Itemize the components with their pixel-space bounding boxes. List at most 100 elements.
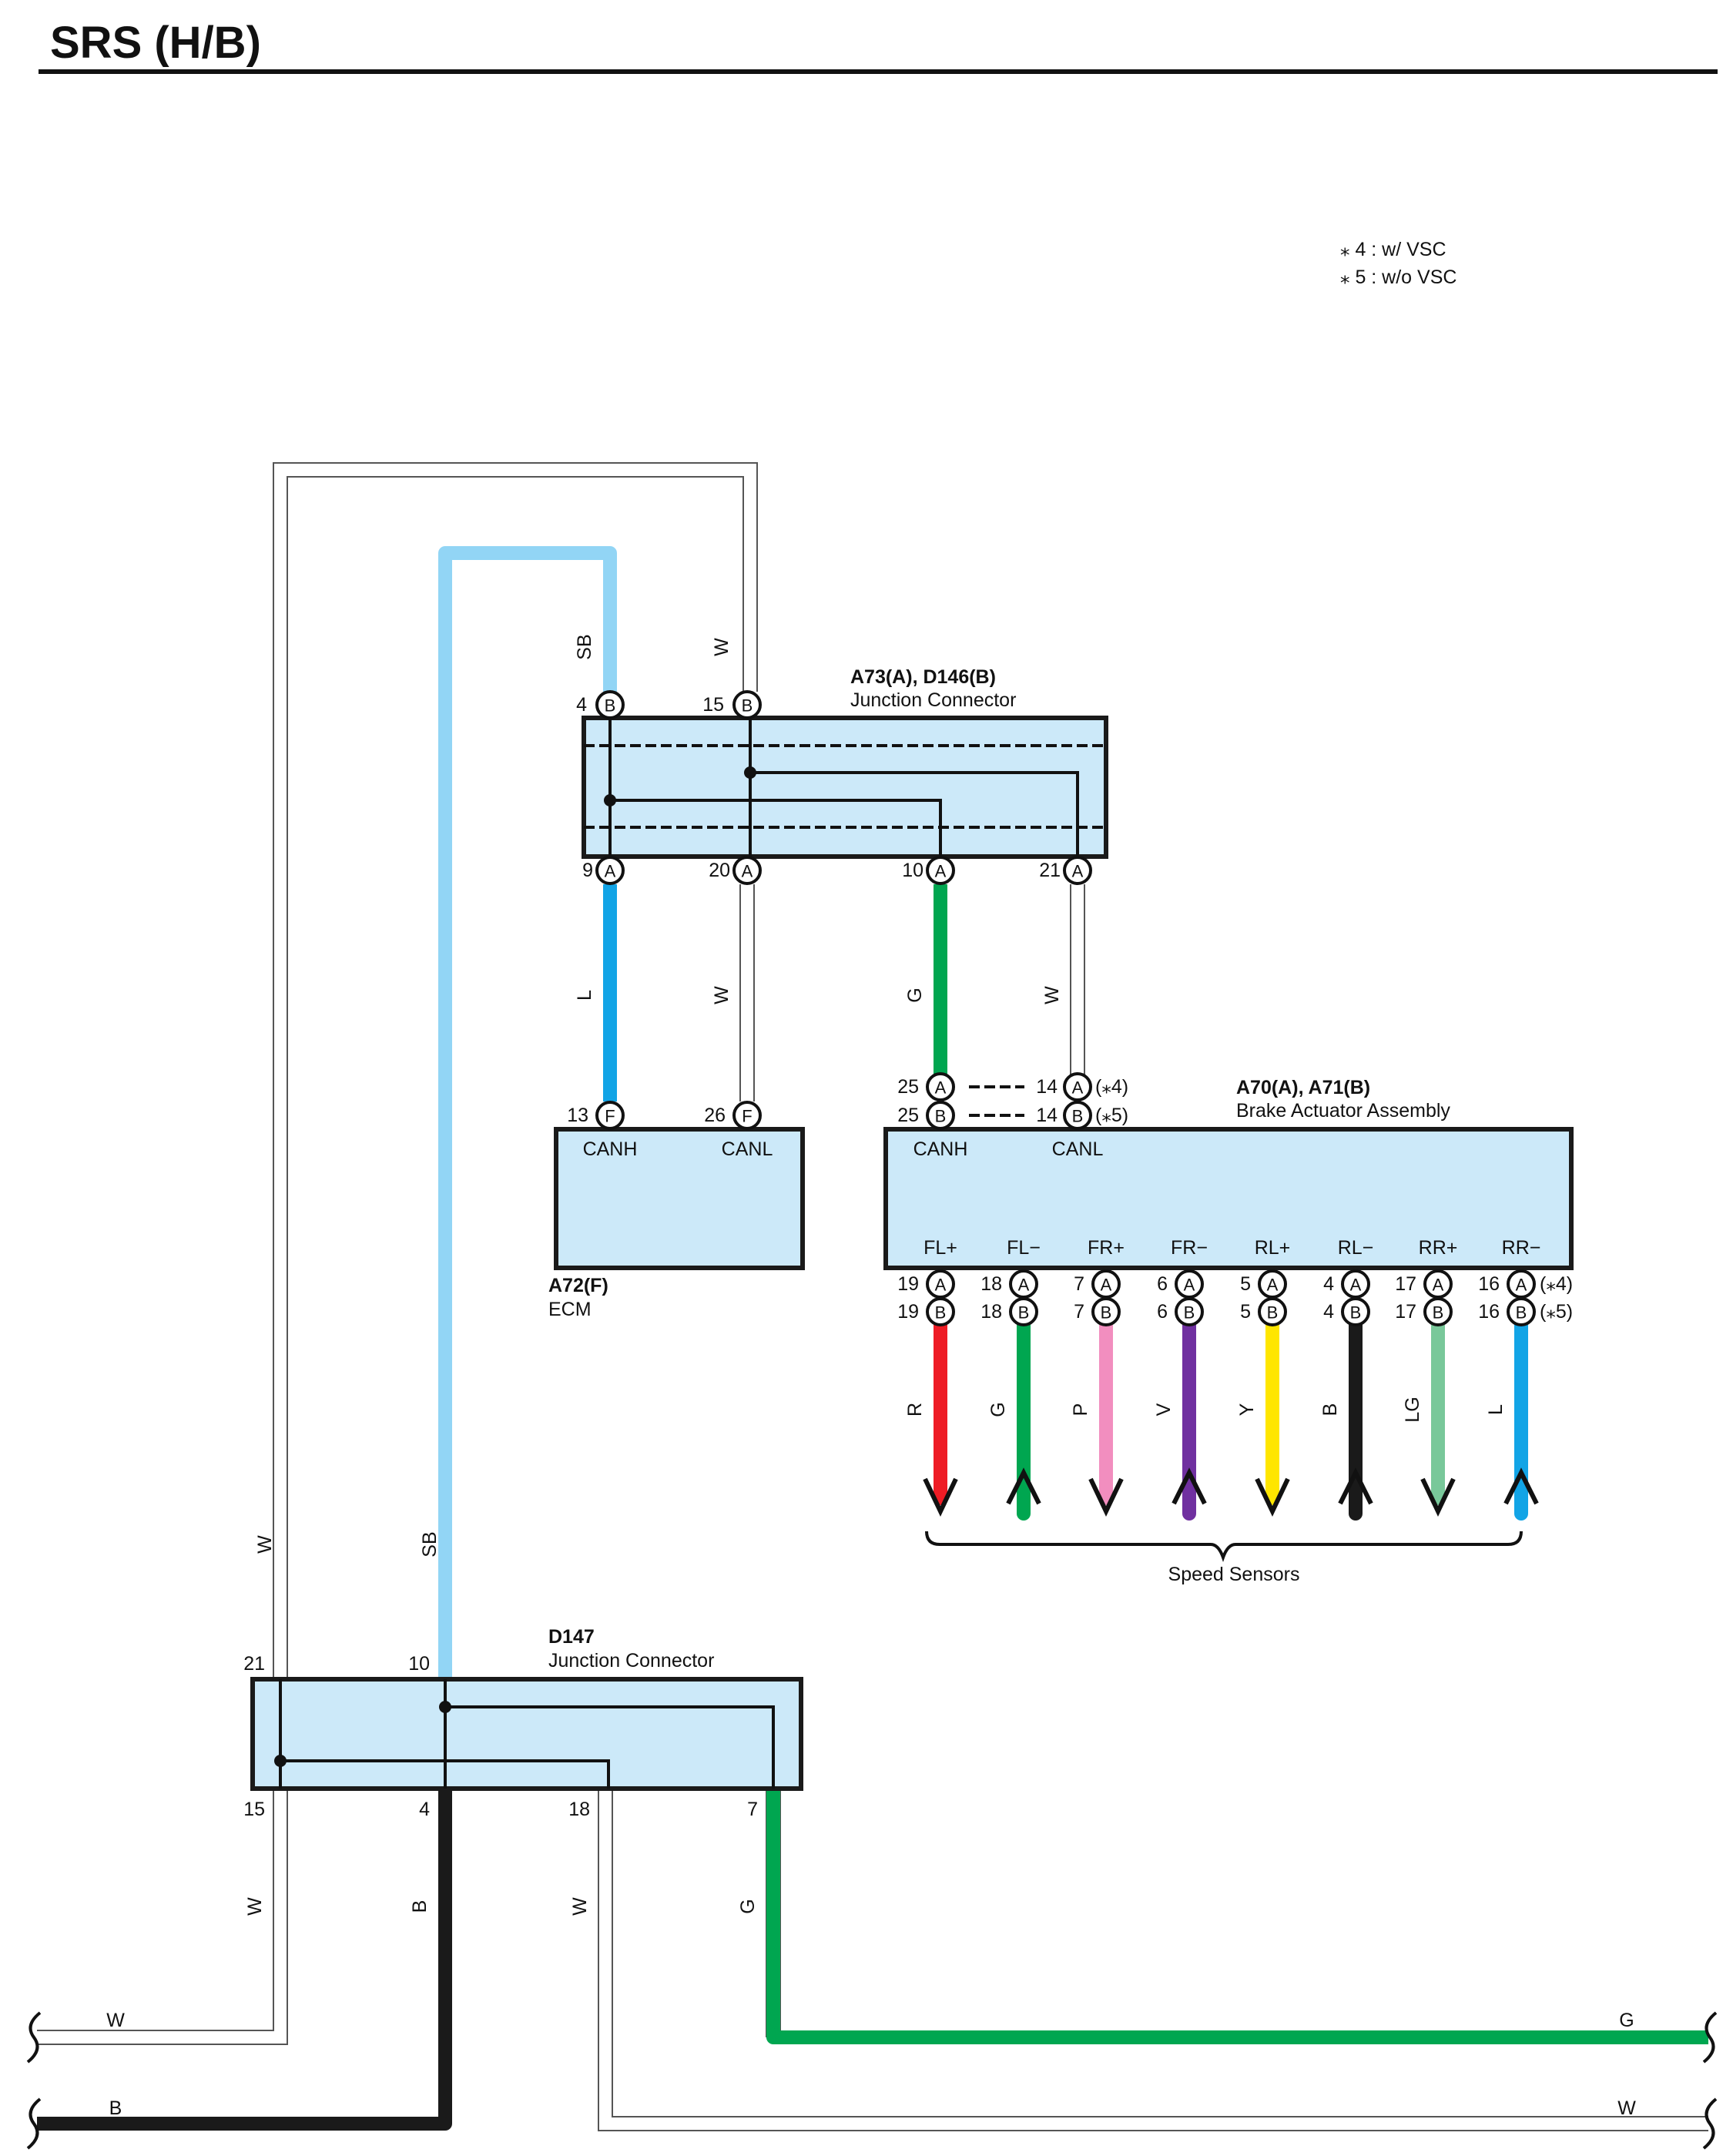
sensor-4-pinno-b: 5	[1240, 1301, 1251, 1323]
sensor-3-pin-b-letter: B	[1184, 1303, 1195, 1323]
jc2-top-pinno-21: 21	[243, 1653, 265, 1675]
brake-code: A70(A), A71(B)	[1236, 1077, 1370, 1098]
jc2-top-pinno-10: 10	[408, 1653, 430, 1675]
jc1-bot-pin-10-letter: A	[935, 862, 947, 881]
sensor-1-pin-a-letter: A	[1018, 1276, 1030, 1295]
ecm-pin-13-letter: F	[605, 1107, 615, 1126]
sensor-7-wirelabel: L	[1485, 1404, 1507, 1415]
break-right-w	[1702, 2097, 1718, 2150]
sensor-4-pin-a-letter: A	[1267, 1276, 1279, 1295]
sensor-2-pin-a-letter: A	[1101, 1276, 1112, 1295]
sensor-5-wirelabel: B	[1319, 1403, 1341, 1417]
sensor-5-pin-b	[1341, 1297, 1370, 1326]
jc1-bot-pinno-9: 9	[582, 860, 593, 881]
sensor-4-arrow-down	[1255, 1477, 1290, 1517]
brake-canl-pinno-row1: 14	[1036, 1076, 1058, 1098]
sensor-5-arrow-up	[1338, 1467, 1373, 1505]
ecm-pin-26-letter: F	[742, 1107, 752, 1126]
jc1-top-wirelabel-15: W	[711, 638, 732, 656]
wire-w-loop	[37, 464, 756, 2044]
jc1-bot-pin-21	[1063, 856, 1092, 885]
jc1-bot-wirelabel-10: G	[904, 987, 926, 1002]
jc1-bot-pin-20-letter: A	[742, 862, 753, 881]
sensor-0-arrow-down	[923, 1477, 958, 1517]
sensor-6-wirelabel: LG	[1402, 1397, 1423, 1422]
break-right-g	[1702, 2011, 1718, 2064]
jc1-top-wirelabel-4: SB	[574, 634, 595, 659]
sensor-6-pinno-b: 17	[1395, 1301, 1416, 1323]
break-left-w	[26, 2011, 42, 2064]
jc2-bot-pinno-18: 18	[568, 1799, 590, 1820]
sensor-1-pinno-a: 18	[980, 1273, 1002, 1295]
ecm-pin-13	[595, 1101, 625, 1130]
sensor-note-a: (⁎4)	[1540, 1273, 1573, 1295]
note-no-vsc: ⁎ 5 : w/o VSC	[1340, 267, 1456, 288]
brake-canl-pinno-row2: 14	[1036, 1105, 1058, 1126]
brake-canh-pinno-row2: 25	[897, 1105, 919, 1126]
wire-g-7	[766, 1787, 1708, 2044]
sensor-1-wirelabel: G	[987, 1402, 1009, 1417]
jc1-dot-2	[744, 766, 756, 779]
sensor-note-b: (⁎5)	[1540, 1301, 1573, 1323]
jc2-name: Junction Connector	[548, 1650, 714, 1671]
jc1-bot-pinno-10: 10	[902, 860, 923, 881]
ecm-pinno-13: 13	[567, 1105, 588, 1126]
sensor-5-pinno-a: 4	[1323, 1273, 1334, 1295]
sensor-3-pin-a-letter: A	[1184, 1276, 1195, 1295]
sensor-2-arrow-down	[1088, 1477, 1124, 1517]
speed-sensors-label: Speed Sensors	[1168, 1564, 1300, 1585]
jc1-bot-wirelabel-21: W	[1041, 986, 1063, 1004]
sensor-3-pinno-b: 6	[1157, 1301, 1168, 1323]
jc1-top-pin-4	[595, 690, 625, 719]
sensor-7-pinno-a: 16	[1478, 1273, 1500, 1295]
break-left-b	[26, 2097, 42, 2150]
wire-w-18	[599, 1787, 1708, 2130]
sensor-2-pinno-b: 7	[1074, 1301, 1084, 1323]
sensor-3-pin-b	[1175, 1297, 1204, 1326]
brake-canh-pin-row1-letter: A	[935, 1078, 947, 1098]
jc1-dot-1	[604, 794, 616, 806]
sensor-0-wirelabel: R	[904, 1403, 926, 1417]
title-rule	[39, 69, 1718, 74]
jc2-bot-pinno-7: 7	[747, 1799, 758, 1820]
left-end-w-label: W	[106, 2010, 125, 2031]
sensor-0-pin-a-letter: A	[935, 1276, 947, 1295]
sensor-7-arrow-up	[1503, 1467, 1539, 1505]
jc1-internal	[608, 718, 1079, 857]
sensor-7-pin-b	[1507, 1297, 1536, 1326]
jc1-top-pin-15	[732, 690, 762, 719]
right-end-g-label: G	[1619, 2010, 1634, 2031]
jc2-bot-pinno-4: 4	[419, 1799, 430, 1820]
jc1-bot-pin-9	[595, 856, 625, 885]
jc1-bot-pin-21-letter: A	[1072, 862, 1084, 881]
sensor-4-term: RL+	[1255, 1237, 1291, 1259]
sensor-4-pin-b-letter: B	[1267, 1303, 1279, 1323]
wires	[37, 462, 1708, 2131]
sensor-4-pin-b	[1258, 1297, 1287, 1326]
sensor-5-term: RL−	[1338, 1237, 1374, 1259]
ecm-name: ECM	[548, 1299, 592, 1320]
brake-canh-pin-row2-letter: B	[935, 1107, 947, 1126]
page-title: SRS (H/B)	[50, 18, 261, 68]
jc1-bot-wirelabel-20: W	[711, 986, 732, 1004]
jc2-bot-wirelabel-7: G	[737, 1899, 759, 1913]
brake-note-row2: (⁎5)	[1095, 1105, 1128, 1126]
sensor-4-pinno-a: 5	[1240, 1273, 1251, 1295]
jc1-bot-pin-10	[926, 856, 955, 885]
jc2-top-wirelabel-10: SB	[419, 1531, 441, 1557]
jc2-internal	[279, 1679, 775, 1789]
jc1-bot-pinno-21: 21	[1039, 860, 1061, 881]
sensor-4-wirelabel: Y	[1236, 1403, 1258, 1416]
brake-box	[883, 1127, 1574, 1270]
jc2-bot-wirelabel-15: W	[244, 1897, 266, 1916]
jc1-bot-pin-20	[732, 856, 762, 885]
sensor-5-pin-b-letter: B	[1350, 1303, 1362, 1323]
right-end-w-label: W	[1617, 2097, 1636, 2119]
brake-canl-pin-row2	[1063, 1101, 1092, 1130]
sensor-0-term: FL+	[923, 1237, 957, 1259]
brake-canh-pin-row1	[926, 1072, 955, 1101]
jc1-name: Junction Connector	[850, 689, 1016, 711]
sensor-0-pin-b-letter: B	[935, 1303, 947, 1323]
sensor-0-pinno-a: 19	[897, 1273, 919, 1295]
